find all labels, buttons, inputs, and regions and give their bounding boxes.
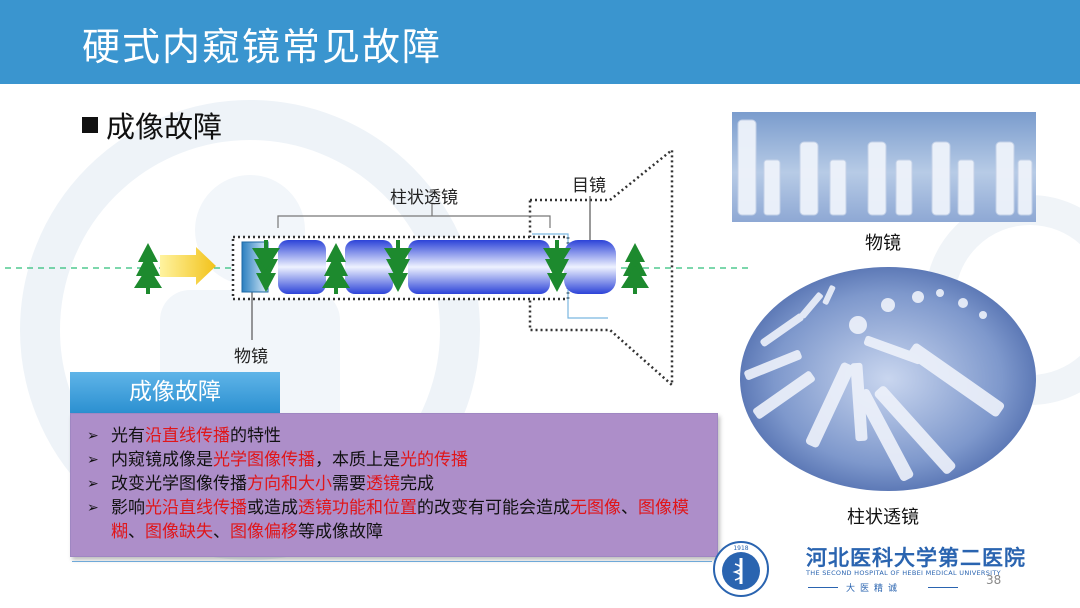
tree-icon <box>322 243 350 294</box>
highlight-text: 沿直线传播 <box>145 426 230 446</box>
square-bullet-icon <box>82 117 98 133</box>
light-arrow-icon <box>160 247 216 285</box>
motto-divider-left <box>808 587 838 588</box>
rod-lens-bracket <box>277 215 551 228</box>
imaging-fault-tag: 成像故障 <box>70 372 280 416</box>
bullet-text: 的特性 <box>230 426 281 446</box>
hospital-motto: 大医精诚 <box>846 584 903 594</box>
bullet-text: 等成像故障 <box>298 522 383 542</box>
bullet-text: 、 <box>128 522 145 542</box>
objective-lens-photo <box>732 112 1036 222</box>
highlight-text: 透镜 <box>366 474 400 494</box>
bullet-text: 需要 <box>332 474 366 494</box>
bullet-text: 、 <box>621 498 638 518</box>
bullet-text: 或造成 <box>247 498 298 518</box>
hospital-name-cn: 河北医科大学第二医院 <box>806 545 1026 570</box>
bullet-text: 光有 <box>111 426 145 446</box>
highlight-text: 光学图像传播 <box>213 450 315 470</box>
tree-icon-inverted <box>252 240 280 292</box>
logo-year: 1918 <box>733 545 748 552</box>
bullet-text: ，本质上是 <box>315 450 400 470</box>
rod-lens-label: 柱状透镜 <box>390 188 458 208</box>
footer-divider <box>72 561 712 562</box>
arrow-bullet-icon: ➢ <box>87 476 99 492</box>
rod-lens <box>345 240 393 294</box>
tree-icon <box>134 243 162 294</box>
tree-icon <box>621 243 649 294</box>
arrow-bullet-icon: ➢ <box>87 500 99 516</box>
highlight-text: 方向和大小 <box>247 474 332 494</box>
bullet-item: ➢ 内窥镜成像是光学图像传播，本质上是光的传播 <box>85 448 717 472</box>
tree-icon-inverted <box>384 240 412 292</box>
bullet-list: ➢ 光有沿直线传播的特性 ➢ 内窥镜成像是光学图像传播，本质上是光的传播 ➢ 改变光学图像… <box>71 414 717 544</box>
bullet-item: ➢ 改变光学图像传播方向和大小需要透镜完成 <box>85 472 717 496</box>
slide-title: 硬式内窥镜常见故障 <box>82 25 443 69</box>
bullet-text: 内窥镜成像是 <box>111 450 213 470</box>
section-heading-text: 成像故障 <box>106 110 223 144</box>
highlight-text: 图像模糊 <box>111 498 689 542</box>
rod-lens <box>408 240 550 294</box>
highlight-text: 光沿直线传播 <box>145 498 247 518</box>
bullet-text: 改变光学图像传播 <box>111 474 247 494</box>
arrow-bullet-icon: ➢ <box>87 452 99 468</box>
arrow-bullet-icon: ➢ <box>87 428 99 444</box>
bullet-text: 、 <box>213 522 230 542</box>
rod-lens <box>278 240 326 294</box>
bullet-item: ➢ 光有沿直线传播的特性 <box>85 424 717 448</box>
bullet-text: 影响 <box>111 498 145 518</box>
bullet-text: 的改变有可能会造成 <box>417 498 570 518</box>
tree-icon-inverted <box>543 240 571 292</box>
bullet-text: 完成 <box>400 474 434 494</box>
rod-lens-photo <box>740 267 1036 491</box>
bullet-item: ➢影响光沿直线传播或造成透镜功能和位置的改变有可能会造成无图像、图像模糊、图像缺… <box>85 496 717 544</box>
title-bar: 硬式内窥镜常见故障 <box>0 0 1080 84</box>
eyepiece-lens <box>564 240 616 294</box>
highlight-text: 图像缺失 <box>145 522 213 542</box>
hospital-logo: 1918 <box>713 541 769 597</box>
eyepiece-housing <box>528 147 674 388</box>
motto-divider-right <box>928 587 958 588</box>
objective-photo-caption: 物镜 <box>865 233 901 254</box>
objective-label: 物镜 <box>234 347 268 367</box>
page-number: 38 <box>986 573 1002 587</box>
eyepiece-label: 目镜 <box>572 176 606 196</box>
section-heading: 成像故障 <box>82 104 222 146</box>
highlight-text: 无图像 <box>570 498 621 518</box>
highlight-text: 图像偏移 <box>230 522 298 542</box>
highlight-text: 透镜功能和位置 <box>298 498 417 518</box>
hospital-name-en: THE SECOND HOSPITAL OF HEBEI MEDICAL UNI… <box>806 569 1001 577</box>
highlight-text: 光的传播 <box>400 450 468 470</box>
bullet-box: ➢ 光有沿直线传播的特性 ➢ 内窥镜成像是光学图像传播，本质上是光的传播 ➢ 改变光学图像… <box>70 413 718 557</box>
endoscope-optics-diagram <box>5 147 750 388</box>
rod-lens-photo-caption: 柱状透镜 <box>847 507 919 528</box>
